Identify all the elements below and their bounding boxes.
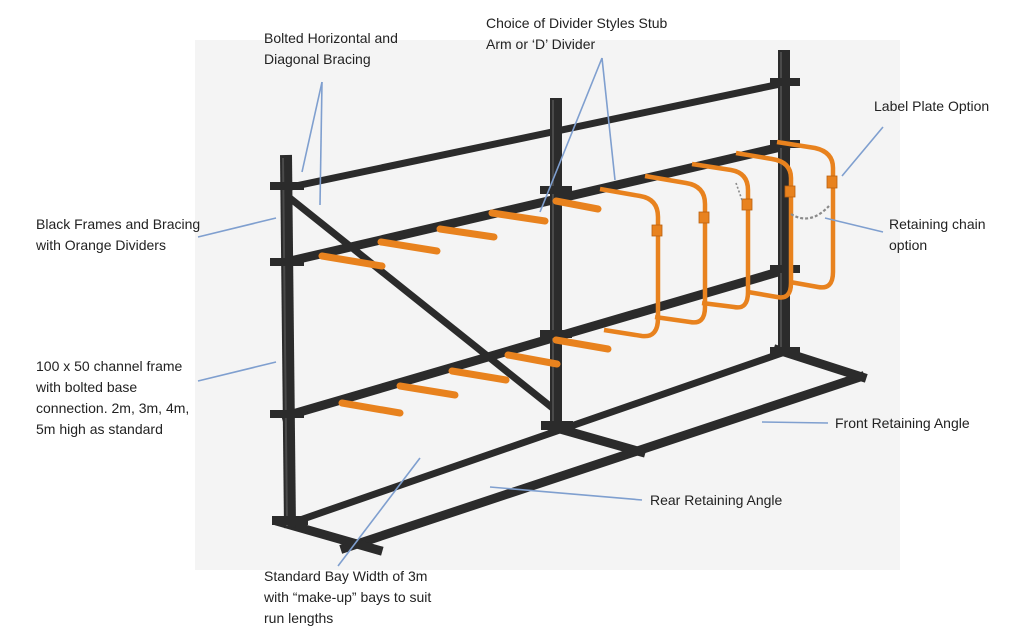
label-front-retaining-angle: Front Retaining Angle [835, 415, 970, 431]
divider-chain [735, 182, 743, 201]
bracket [540, 330, 572, 338]
base-cross-middle [547, 421, 647, 458]
leader-rear-angle [489, 486, 643, 501]
bracket [270, 258, 304, 266]
stub-arm-dividers [318, 197, 612, 417]
stub-arm [488, 209, 549, 225]
bracket [270, 410, 304, 418]
stub-arm [448, 367, 510, 384]
divider-label-plate [651, 224, 663, 237]
base-cross-left [274, 516, 384, 556]
base-plate [541, 421, 573, 430]
leader-bracing-b [319, 81, 323, 206]
stub-arm [436, 225, 498, 241]
bracket [270, 182, 304, 190]
backdrop [195, 40, 900, 570]
leader-front-angle [761, 421, 829, 424]
divider-label-plate [698, 211, 710, 224]
label-channel-frame: 100 x 50 channel frame with bolted base … [36, 358, 190, 437]
d-divider [691, 161, 751, 310]
label-retaining-chain: Retaining chain option [889, 216, 986, 253]
stub-arm [396, 382, 459, 399]
rear-base-rail [295, 348, 787, 525]
lower-arm-beam [280, 264, 791, 422]
divider-label-plate [741, 198, 753, 211]
leader-label-plate [841, 126, 884, 177]
bracket [770, 265, 800, 273]
bracket [770, 78, 800, 86]
d-divider [644, 173, 708, 325]
label-bracing: Bolted Horizontal and Diagonal Bracing [264, 30, 398, 67]
stub-arm [504, 351, 561, 368]
leader-channel-frame [197, 361, 277, 382]
leader-bracing-a [301, 81, 323, 173]
label-divider-styles: Choice of Divider Styles Stub Arm or ‘D’… [486, 15, 668, 52]
d-divider [599, 186, 661, 339]
d-dividers [599, 139, 838, 339]
stub-arm [318, 252, 386, 270]
label-plate-option [826, 175, 838, 189]
label-label-plate-option: Label Plate Option [874, 98, 990, 114]
stub-arm [377, 238, 441, 255]
divider-label-plate [784, 185, 796, 198]
stub-arm [552, 197, 602, 213]
stub-arm [338, 399, 404, 417]
left-post [280, 154, 296, 529]
leader-bay-width [337, 457, 421, 567]
label-black-frames: Black Frames and Bracing with Orange Div… [36, 216, 201, 253]
base-plate [272, 516, 308, 525]
stub-arm [552, 336, 612, 353]
front-base-rail [339, 371, 866, 554]
leader-retaining-chain [824, 217, 884, 233]
leader-black-frames [197, 217, 277, 238]
bracket [540, 186, 572, 194]
diagonal-brace [281, 190, 560, 415]
leader-lines [197, 57, 884, 567]
steel-frame [270, 50, 868, 556]
leader-dividers-b [601, 57, 616, 181]
leader-dividers-a [539, 57, 603, 213]
top-horizontal-brace [281, 78, 790, 193]
base-plate [770, 347, 800, 356]
label-rear-retaining-angle: Rear Retaining Angle [650, 492, 783, 508]
d-divider [735, 150, 794, 300]
label-bay-width: Standard Bay Width of 3m with “make-up” … [264, 568, 432, 626]
